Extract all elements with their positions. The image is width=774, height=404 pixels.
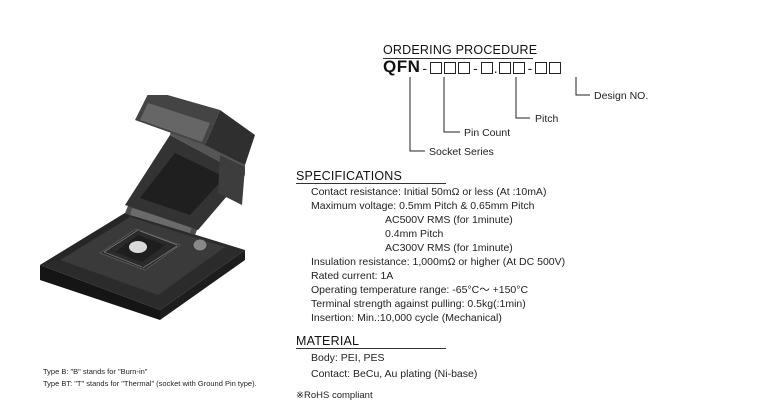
part-prefix: QFN bbox=[383, 57, 421, 76]
type-note: Type B: "B" stands for "Burn-in" bbox=[43, 367, 148, 376]
ordering-leader-lines bbox=[409, 77, 590, 152]
specifications-underline bbox=[296, 183, 446, 184]
spec-line: Maximum voltage: 0.5mm Pitch & 0.65mm Pi… bbox=[311, 200, 535, 212]
spec-line: Insulation resistance: 1,000mΩ or higher… bbox=[311, 256, 566, 268]
part-number-code: QFN--.- bbox=[383, 57, 562, 77]
material-line: Body: PEI, PES bbox=[311, 352, 385, 364]
code-box bbox=[549, 61, 562, 74]
spec-line: Rated current: 1A bbox=[311, 270, 394, 282]
label-design-no: Design NO. bbox=[594, 90, 649, 102]
type-note: Type BT: "T" stands for "Thermal" (socke… bbox=[43, 379, 257, 388]
material-title: MATERIAL bbox=[296, 334, 360, 348]
label-socket-series: Socket Series bbox=[429, 146, 494, 158]
spec-line: Terminal strength against pulling: 0.5kg… bbox=[311, 298, 526, 310]
code-box bbox=[512, 61, 525, 74]
spec-line: AC300V RMS (for 1minute) bbox=[385, 242, 513, 254]
spec-line: Insertion: Min.:10,000 cycle (Mechanical… bbox=[311, 312, 502, 324]
material-underline bbox=[296, 348, 446, 349]
code-box bbox=[480, 61, 493, 74]
code-box bbox=[498, 61, 511, 74]
code-box bbox=[458, 61, 471, 74]
code-box bbox=[535, 61, 548, 74]
ordering-title-underline bbox=[383, 58, 533, 59]
rohs-note: ※RoHS compliant bbox=[296, 390, 373, 401]
spec-line: Contact resistance: Initial 50mΩ or less… bbox=[311, 186, 547, 198]
specifications-title: SPECIFICATIONS bbox=[296, 169, 403, 183]
material-line: Contact: BeCu, Au plating (Ni-base) bbox=[311, 368, 478, 380]
code-box bbox=[430, 61, 443, 74]
spec-line: 0.4mm Pitch bbox=[385, 228, 444, 240]
spec-line: Operating temperature range: -65°C～ +150… bbox=[311, 284, 529, 296]
label-pitch: Pitch bbox=[535, 113, 559, 125]
label-pin-count: Pin Count bbox=[464, 127, 511, 139]
ordering-procedure-title: ORDERING PROCEDURE bbox=[383, 43, 538, 57]
code-box bbox=[444, 61, 457, 74]
socket-product-image bbox=[40, 95, 255, 320]
spec-line: AC500V RMS (for 1minute) bbox=[385, 214, 513, 226]
